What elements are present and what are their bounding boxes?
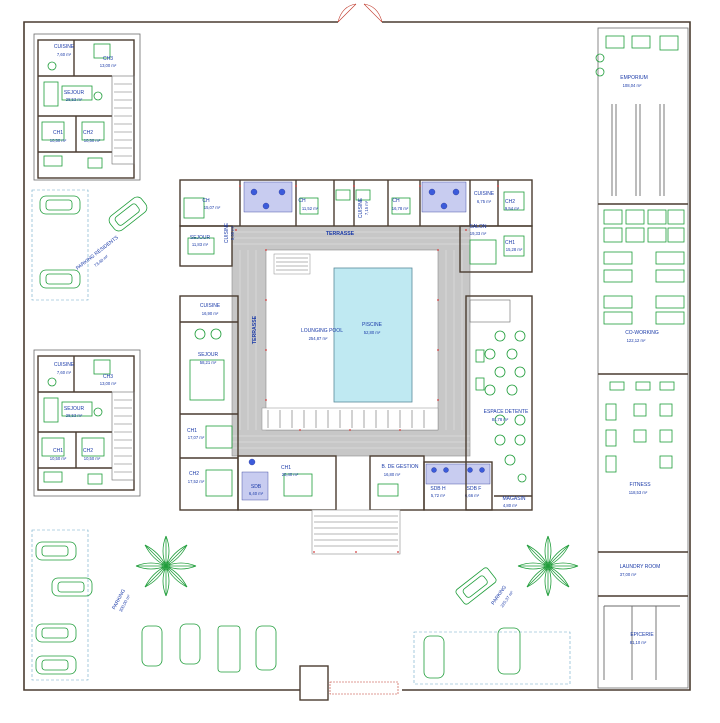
piscine-area: 52,80 m² [364,330,381,335]
villa-top-sejour-label: SEJOUR [64,90,85,96]
north-cuisine-b-label: CUISINE [358,197,364,218]
north-salon-area: 19,33 m² [470,231,487,236]
north-cuisine-a-label: CUISINE [224,222,230,243]
north-sejour-label: SEJOUR [190,235,211,241]
lounging-pool-label: LOUNGING POOL [301,328,343,334]
espace-detente-area: 81,78 m² [492,417,509,422]
terrasse-top-label: TERRASSE [326,231,355,237]
north-ch-a-area: 15,07 m² [204,205,221,210]
villa-top-cuisine-area: 7,60 m² [57,52,72,57]
amenities-column: EMPORIUM 108,04 m² CO-WORKING 122,12 m² … [595,27,689,689]
south-gestion-area: 16,80 m² [384,472,401,477]
west-sejour-label: SEJOUR [198,352,219,358]
villa-bottom-ch2-label: CH2 [83,448,93,454]
west-ch2-label: CH2 [189,471,199,477]
north-ch-c-area: 16,78 m² [392,206,409,211]
palm-tree-icon [517,535,579,597]
north-ch-b-area: 11,52 m² [302,206,319,211]
villa-top-ch3-area: 13,00 m² [100,63,117,68]
espace-detente-label: ESPACE DETENTE [484,409,529,415]
parking-right: PARKING 225,37 m² [413,567,571,685]
epicerie-area: 81,10 m² [630,640,647,645]
villa-bottom-sejour-label: SEJOUR [64,406,85,412]
property-boundary [23,3,691,701]
north-salon-label: SALON [470,224,487,230]
north-sejour-area: 11,83 m² [192,242,209,247]
west-ch1-area: 17,07 m² [188,435,205,440]
parking-left: PARKING 300,00 m² [31,529,277,681]
north-ch2-area: 9,54 m² [505,206,520,211]
coworking-area: 122,12 m² [627,338,646,343]
west-ch2-area: 17,52 m² [188,479,205,484]
palm-tree-icon [135,535,197,597]
north-cuisine-a-area: 5,35 m² [230,225,235,240]
villa-bottom-sejour-area: 28,53 m² [66,413,83,418]
south-gestion-label: B. DE GESTION [382,464,419,470]
west-sejour-area: 58,21 m² [200,360,217,365]
parking-residents: PARKING RÉSIDENTS 73,40 m² [31,189,148,301]
fitness-label: FITNESS [629,482,651,488]
villa-bottom-ch1-label: CH1 [53,448,63,454]
villa-top-ch2-label: CH2 [83,130,93,136]
terrace: TERRASSE TERRASSE LOUNGING POOL 254,87 m… [231,225,471,457]
lounging-pool-area: 254,87 m² [309,336,328,341]
west-sdb-label: SDB [251,484,262,490]
north-ch-c-label: CH [392,198,400,204]
emporium-area: 108,04 m² [623,83,642,88]
north-ch1-area: 15,28 m² [506,247,523,252]
south-sdb-h-label: SDB H [430,486,446,492]
epicerie-label: EPICERIE [630,632,654,638]
south-sdb-f-label: SDB F [467,486,482,492]
villa-top-ch3-label: CH3 [103,56,113,62]
villa-top-ch2-area: 10,50 m² [84,138,101,143]
fitness-area: 118,53 m² [629,490,648,495]
north-ch2-label: CH2 [505,199,515,205]
west-cuisine-area: 16,90 m² [202,311,219,316]
west-wing: CUISINE 16,90 m² SEJOUR 58,21 m² CH1 17,… [179,295,239,511]
villa-bottom-ch1-area: 10,50 m² [50,456,67,461]
villa-bottom-ch3-area: 13,00 m² [100,381,117,386]
terrasse-left-label: TERRASSE [252,315,258,344]
north-ch-a-label: CH [202,198,210,204]
piscine-label: PISCINE [362,322,383,328]
north-ch-b-label: CH [298,198,306,204]
north-cuisine-c-label: CUISINE [474,191,495,197]
villa-top-cuisine-label: CUISINE [54,44,75,50]
north-cuisine-c-area: 6,75 m² [477,199,492,204]
laundry-area: 37,00 m² [620,572,637,577]
west-cuisine-label: CUISINE [200,303,221,309]
laundry-label: LAUNDRY ROOM [620,564,661,570]
west-sdb-area: 6,40 m² [249,491,264,496]
villa-bottom-cuisine-label: CUISINE [54,362,75,368]
north-ch1-label: CH1 [505,240,515,246]
villa-top-ch1-area: 10,50 m² [50,138,67,143]
villa-top-ch1-label: CH1 [53,130,63,136]
south-sdb-f-area: 6,66 m² [465,493,480,498]
south-sdb-h-area: 5,72 m² [431,493,446,498]
villa-top-sejour-area: 28,53 m² [66,97,83,102]
magasin-label: MAGASIN [502,496,525,502]
magasin-area: 4,80 m² [503,503,518,508]
south-ch1-label: CH1 [281,465,291,471]
espace-detente: ESPACE DETENTE 81,78 m² MAGASIN 4,80 m² [465,295,533,511]
north-wing: CH 15,07 m² SEJOUR 11,83 m² CUISINE 5,35… [179,179,533,273]
villa-bottom-ch3-label: CH3 [103,374,113,380]
south-wing: SDB 6,40 m² CH1 25,40 m² B. DE GESTION 1… [237,455,493,555]
north-cuisine-b-area: 7,15 m² [364,200,369,215]
coworking-label: CO-WORKING [625,330,659,336]
pool-water [333,267,413,403]
emporium-label: EMPORIUM [620,75,648,81]
west-ch1-label: CH1 [187,428,197,434]
south-ch1-area: 25,40 m² [282,472,299,477]
villa-top: CUISINE 7,60 m² CH3 13,00 m² SEJOUR 28,5… [33,33,141,181]
villa-bottom: CUISINE 7,60 m² CH3 13,00 m² SEJOUR 28,5… [33,349,141,497]
villa-bottom-ch2-area: 10,50 m² [84,456,101,461]
villa-bottom-cuisine-area: 7,60 m² [57,370,72,375]
